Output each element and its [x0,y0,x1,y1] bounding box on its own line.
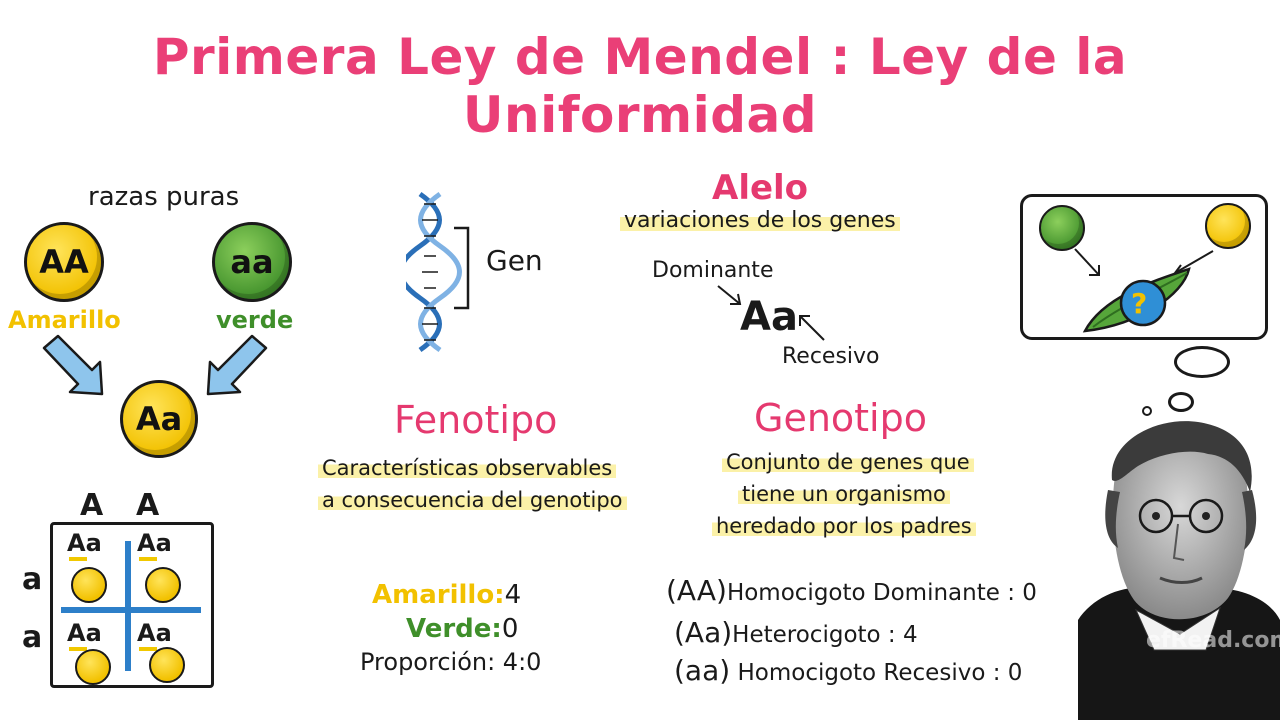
offspring-ball: Aa [120,380,198,458]
yellow-parent-genotype: AA [39,243,89,281]
punnett-cell-2: Aa [137,529,172,561]
genotype-row-homo-recessive: (aa) Homocigoto Recesivo : 0 [674,654,1023,687]
fenotipo-amarillo-count: Amarillo:4 [372,580,522,610]
punnett-ball-3 [75,649,111,685]
punnett-square: Aa Aa Aa Aa [50,522,214,688]
green-parent-ball: aa [212,222,292,302]
dominante-label: Dominante [652,258,774,283]
page-title: Primera Ley de Mendel : Ley de la Unifor… [152,28,1128,144]
cross-arrows [42,334,268,396]
genotipo-line-1: Conjunto de genes que [722,450,974,474]
genotipo-title: Genotipo [754,396,927,440]
punnett-cell-1: Aa [67,529,102,561]
thought-circle-small [1142,406,1152,416]
punnett-col-header-2: A [136,488,160,523]
yellow-parent-ball: AA [24,222,104,302]
punnett-ball-1 [71,567,107,603]
gene-bracket-icon [454,226,470,310]
fenotipo-verde-count: Verde:0 [406,614,519,644]
recesivo-label: Recesivo [782,344,880,369]
right-arrow-icon [206,334,268,396]
punnett-col-header-1: A [80,488,104,523]
recessive-arrow-icon [799,315,825,341]
genotipo-line-2: tiene un organismo [738,482,950,506]
green-parent-genotype: aa [230,243,274,281]
question-mark: ? [1131,287,1148,320]
fenotipo-line-1: Características observables [318,456,617,480]
punnett-row-header-2: a [22,620,43,655]
thought-circle-medium [1168,392,1194,412]
offspring-genotype: Aa [135,400,183,438]
genotype-row-hetero: (Aa)Heterocigoto : 4 [674,616,918,649]
fenotipo-line-2: a consecuencia del genotipo [318,488,627,512]
thought-bubble: ? [1020,194,1268,340]
allele-arrows [717,285,825,341]
verde-label: verde [216,306,294,334]
punnett-cell-3: Aa [67,619,102,651]
alelo-title: Alelo [712,168,809,208]
proporcion-label: Proporción: 4:0 [360,648,542,676]
punnett-vertical-divider [125,541,131,671]
thought-circle-large [1174,346,1230,378]
punnett-cell-4: Aa [137,619,172,651]
pea-pod-icon [1074,248,1214,333]
watermark: efRead.com [1146,628,1280,653]
genotipo-line-3: heredado por los padres [712,514,976,538]
razas-puras-label: razas puras [88,182,240,212]
mendel-portrait [1078,421,1280,720]
punnett-ball-4 [149,647,185,683]
alelo-subtitle: variaciones de los genes [620,208,900,233]
punnett-row-header-1: a [22,562,43,597]
gen-label: Gen [486,244,543,277]
punnett-ball-2 [145,567,181,603]
fenotipo-title: Fenotipo [394,398,558,442]
genotype-row-homo-dominant: (AA)Homocigoto Dominante : 0 [666,574,1037,607]
allele-pair: Aa [740,294,798,340]
dna-helix-icon [406,191,470,353]
thought-green-pea [1039,205,1085,251]
thought-yellow-pea [1205,203,1251,249]
dominant-arrow-icon [717,285,742,305]
punnett-horizontal-divider [61,607,201,613]
amarillo-label: Amarillo [8,306,121,334]
left-arrow-icon [42,334,104,396]
